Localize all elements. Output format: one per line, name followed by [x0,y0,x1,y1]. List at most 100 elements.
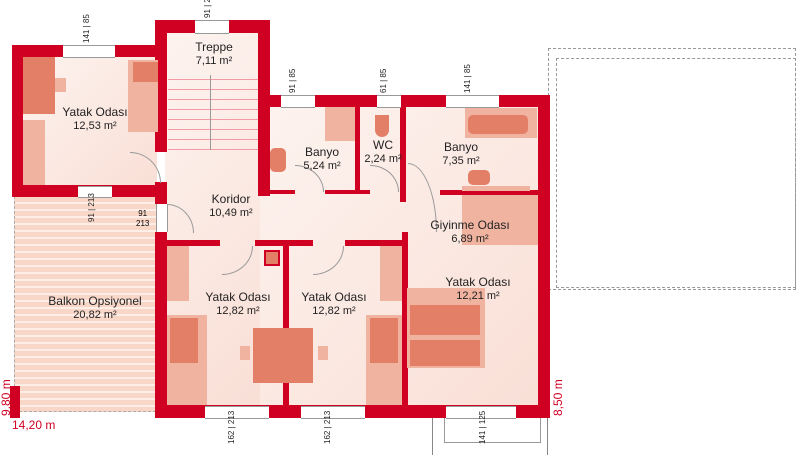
stairs [168,70,258,150]
opening-dimension: 141 | 125 [478,410,487,444]
label-text: 213 [87,193,96,207]
label-text: Treppe [195,40,233,54]
label-text: Yatak Odası [62,105,128,119]
opening-dimension: 162 | 213 [227,410,236,444]
label-text: 85 [379,68,388,78]
window [205,406,269,419]
wardrobe [23,120,45,185]
porch-step [444,418,541,443]
opening-dimension: 141 | 85 [82,14,91,43]
sink [468,170,490,185]
sink [270,148,286,172]
label-text: 7,11 m² [195,55,233,67]
label-text: 85 [463,64,472,74]
label-text: 20,82 m² [73,309,117,321]
plan-element [133,62,158,82]
label-text: 7,35 m² [442,155,480,167]
wall [538,95,550,418]
label-text: Yatak Odası [445,275,511,289]
plan-element [318,346,328,360]
window [63,45,115,58]
plan-element [468,115,528,134]
label-text: 91 [138,209,148,218]
label-text: Yatak Odası [301,290,367,304]
wall [283,240,289,408]
wall [345,240,405,246]
opening-dimension: 162 | 213 [323,410,332,444]
label-text: WC [372,138,393,152]
balcony-door [78,186,112,198]
label-text: Banyo [443,140,479,154]
label-text: 85 [288,68,297,78]
label-text: 10,49 m² [209,207,253,219]
window [301,406,365,419]
label-text: 12,53 m² [73,120,117,132]
wall [402,232,408,408]
opening-dimension: 141 | 85 [463,64,472,93]
wardrobe [462,195,538,245]
label-text: 2,24 m² [364,153,402,165]
plan-element [462,186,530,191]
label-text: 5,24 m² [303,160,341,172]
opening-dimension: 91 | 213 [203,0,212,18]
opening-dimension: 91 | 85 [288,68,297,93]
stair-rail [210,75,211,150]
plan-element [410,340,480,366]
wall [155,232,167,418]
label-text: 12,82 m² [312,305,356,317]
wall [165,240,220,246]
label-text: 162 [323,430,332,444]
cabinet [325,107,355,141]
wall [155,182,167,204]
toilet [375,115,389,137]
label-text: Giyinme Odası [430,218,510,232]
label-text: 91 [87,213,96,222]
window [446,406,516,419]
wardrobe [380,246,402,301]
desk [23,57,55,114]
label-text: 162 [227,430,236,444]
label-text: 91 [288,84,297,93]
desk [253,328,313,383]
plan-element [370,318,398,363]
overall-depth-right: 8,50 m [551,379,565,416]
label-text: 213 [203,0,212,3]
wall [400,107,406,202]
wall [258,20,270,196]
label-text: 6,89 m² [451,233,489,245]
wall [155,20,167,152]
overall-depth-left: 9,80 m [0,379,13,416]
wall [440,190,540,195]
balcony-area [14,196,161,412]
wall [260,190,295,194]
label-text: 12,82 m² [216,305,260,317]
label-text: 141 [463,79,472,93]
label-text: 213 [136,219,150,228]
label-text: 12,21 m² [456,290,500,302]
porch-line [432,418,433,455]
window [195,20,229,34]
label-text: 61 [379,84,388,93]
plan-element [410,305,480,335]
wall [10,386,20,418]
porch-line [547,418,548,455]
label-text: Koridor [211,192,251,206]
terrace-outline-inner [556,58,796,288]
opening-dimension: 61 | 85 [379,68,388,93]
label-text: 141 [478,430,487,444]
label-text: 141 [82,29,91,43]
overall-width: 14,20 m [12,418,56,432]
label-text: Banyo [304,145,340,159]
wall [325,190,370,194]
label-text: 91 [203,9,212,18]
